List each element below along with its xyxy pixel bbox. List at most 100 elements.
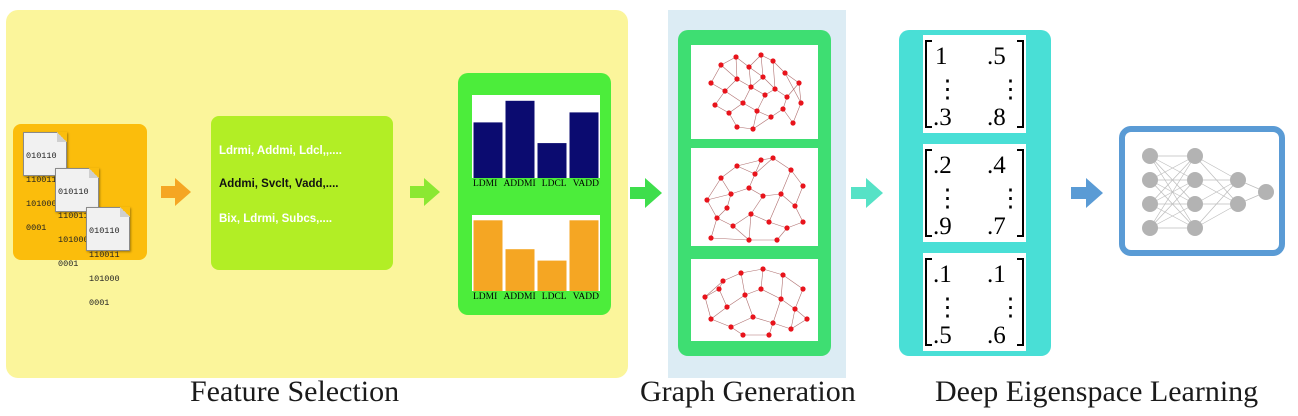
file-line: 010110 xyxy=(58,187,89,197)
graph-edge xyxy=(710,306,728,320)
graph-edge xyxy=(786,82,800,98)
graph-edge xyxy=(730,316,754,328)
graph-node xyxy=(728,191,734,197)
graph-node xyxy=(784,225,790,231)
nn-node xyxy=(1230,172,1246,188)
bar xyxy=(537,260,567,291)
graph-node xyxy=(720,278,726,284)
graph-edge xyxy=(710,237,750,241)
graph-edge xyxy=(704,280,724,298)
graph-panel-3 xyxy=(691,259,818,341)
file-line: 0001 xyxy=(58,259,79,269)
left-bracket xyxy=(925,40,932,128)
matrix-panel-2: .2 .4 ⋮ ⋮ .9 .7 xyxy=(923,144,1026,242)
nn-edge xyxy=(1194,179,1239,229)
graph-node xyxy=(708,80,714,86)
nn-node xyxy=(1142,220,1158,236)
file-line: 110011 xyxy=(89,250,120,260)
bar xyxy=(473,122,503,178)
graph-node xyxy=(766,332,772,338)
graph-edge xyxy=(794,288,804,310)
graph-edge xyxy=(748,66,764,78)
graph-node xyxy=(748,84,754,90)
graph-edge xyxy=(706,199,718,219)
tick-label: LDMI xyxy=(473,292,498,302)
matrix-panel-1: 1 .5 ⋮ ⋮ .3 .8 xyxy=(923,35,1026,133)
nn-edge xyxy=(1149,179,1196,229)
graph-node xyxy=(728,324,734,330)
graph-edge xyxy=(720,56,737,66)
nn-edge xyxy=(1194,179,1239,205)
graph-network xyxy=(704,155,806,243)
graph-edge xyxy=(756,94,766,112)
graph-edge xyxy=(742,86,752,104)
nn-edge xyxy=(1194,155,1239,181)
graph-node xyxy=(788,167,794,173)
matrix: 1 .5 ⋮ ⋮ .3 .8 xyxy=(925,40,1024,131)
graph-edge xyxy=(750,86,766,96)
tick-label: VADD xyxy=(572,179,599,189)
graph-edge xyxy=(710,318,732,328)
graph-node xyxy=(730,223,736,229)
matrix: .1 .1 ⋮ ⋮ .5 .6 xyxy=(925,258,1024,349)
graph-edge xyxy=(790,308,796,330)
graph-node xyxy=(800,286,806,292)
graph-node xyxy=(770,155,776,161)
bar xyxy=(569,220,599,291)
graph-edge xyxy=(794,308,808,320)
eigen-matrices-box: 1 .5 ⋮ ⋮ .3 .8 .2 .4 ⋮ ⋮ .9 .7 xyxy=(899,30,1051,356)
graph-panel-1 xyxy=(691,45,818,139)
matrix-entry: .5 xyxy=(987,43,1006,70)
graph-node xyxy=(774,237,780,243)
graph-node xyxy=(766,219,772,225)
graph-node xyxy=(800,219,806,225)
graph-edge xyxy=(786,221,804,229)
graph-edge xyxy=(792,102,802,124)
nn-node xyxy=(1187,196,1203,212)
graph-node xyxy=(784,94,790,100)
graph-node xyxy=(746,185,752,191)
graph-node xyxy=(772,86,778,92)
graph-node xyxy=(750,314,756,320)
graph-node xyxy=(780,272,786,278)
arrow-right-icon xyxy=(851,178,883,208)
graph-edge xyxy=(780,298,796,310)
left-bracket xyxy=(925,149,932,237)
matrix-entry: .1 xyxy=(987,261,1006,288)
graph-edge xyxy=(748,66,752,88)
graph-edge xyxy=(762,193,782,197)
matrix-panel-3: .1 .1 ⋮ ⋮ .5 .6 xyxy=(923,253,1026,351)
graph-edge xyxy=(710,64,722,84)
arrow-right-icon xyxy=(161,178,191,206)
graph-edge xyxy=(762,268,784,276)
graph-edge xyxy=(794,185,804,207)
graph-network xyxy=(702,266,810,338)
graph-edge xyxy=(724,78,738,92)
tick-label: LDCL xyxy=(541,292,567,302)
graph-edge xyxy=(752,116,772,130)
feature-line: Ldrmi, Addmi, Ldcl,,.... xyxy=(219,145,342,157)
graph-edge xyxy=(736,126,754,130)
file-line: 101000 xyxy=(26,199,57,209)
nn-node xyxy=(1187,148,1203,164)
graph-node xyxy=(746,64,752,70)
graph-edge xyxy=(790,169,804,187)
file-line: 010110 xyxy=(89,226,120,236)
stage-label-graph-generation: Graph Generation xyxy=(640,375,856,408)
nn-node xyxy=(1142,148,1158,164)
graph-edge xyxy=(732,225,750,241)
graph-edge xyxy=(730,187,750,195)
graph-edge xyxy=(722,272,742,282)
graph-edge xyxy=(740,268,764,274)
features-box: Ldrmi, Addmi, Ldcl,,.... Addmi, Svclt, V… xyxy=(211,116,393,270)
graph-node xyxy=(798,100,804,106)
matrix-entry: ⋮ xyxy=(935,185,960,212)
x-axis-labels: LDMI ADDMI LDCL VADD xyxy=(472,292,600,302)
graph-node xyxy=(770,58,776,64)
x-axis-labels: LDMI ADDMI LDCL VADD xyxy=(472,179,600,189)
graph-edge xyxy=(706,177,722,201)
graph-edge xyxy=(726,294,746,308)
nn-node xyxy=(1187,172,1203,188)
graph-node xyxy=(716,286,722,292)
bar-chart xyxy=(473,220,599,291)
